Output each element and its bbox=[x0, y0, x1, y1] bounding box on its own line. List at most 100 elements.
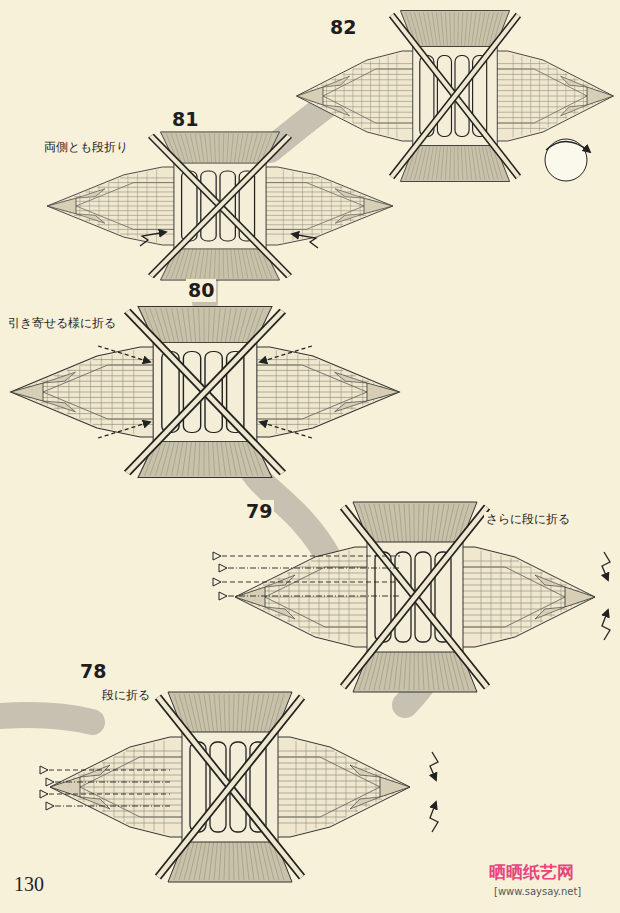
crease-line bbox=[134, 748, 135, 826]
crease-line bbox=[118, 179, 119, 234]
tip-layer bbox=[43, 372, 75, 383]
shade-hatch bbox=[214, 841, 218, 880]
tip-layer bbox=[561, 76, 587, 87]
shade-hatch bbox=[485, 145, 494, 180]
crease-line bbox=[299, 567, 300, 627]
shade-hatch bbox=[234, 133, 238, 163]
shade-hatch bbox=[233, 694, 235, 733]
cross-band-fill bbox=[343, 507, 487, 687]
shade-hatch bbox=[419, 12, 427, 47]
label-text: [www.saysay.net] bbox=[494, 886, 581, 897]
cross-band-fill bbox=[158, 697, 302, 877]
tip-layer bbox=[335, 401, 367, 412]
shade-hatch bbox=[257, 841, 264, 880]
crease-line bbox=[379, 59, 380, 134]
step-number: 80 bbox=[186, 279, 216, 302]
shade-hatch bbox=[465, 145, 468, 180]
tip-layer bbox=[76, 189, 105, 198]
shade-hatch bbox=[379, 651, 387, 690]
shade-hatch bbox=[209, 841, 214, 880]
crease-line bbox=[164, 741, 165, 834]
shade-hatch bbox=[185, 133, 193, 163]
shade-hatch bbox=[430, 504, 434, 543]
tip-layer bbox=[43, 401, 75, 412]
shade-hatch bbox=[423, 145, 430, 180]
tip-layer bbox=[80, 765, 110, 777]
shade-hatch bbox=[475, 12, 481, 47]
cross-band bbox=[392, 15, 519, 177]
shade-hatch bbox=[414, 651, 415, 690]
pull-arrow bbox=[98, 346, 150, 362]
shade-hatch bbox=[442, 504, 449, 543]
shade-hatch bbox=[394, 504, 399, 543]
tip-layer bbox=[297, 87, 323, 105]
crease-line bbox=[112, 355, 113, 430]
fold-line-marker bbox=[219, 592, 227, 600]
shade-hatch bbox=[253, 694, 259, 733]
shade-hatch bbox=[441, 145, 444, 180]
shade-hatch bbox=[468, 145, 472, 180]
origami-figure bbox=[235, 502, 595, 692]
shade-hatch bbox=[234, 248, 238, 278]
shade-hatch bbox=[230, 133, 233, 163]
shade-hatch bbox=[221, 441, 226, 476]
shade-hatch bbox=[441, 12, 444, 47]
shade-hatch bbox=[225, 441, 231, 476]
shade-hatch bbox=[434, 504, 439, 543]
crease-line bbox=[491, 553, 492, 641]
shade-hatch bbox=[195, 248, 200, 278]
crease-line bbox=[283, 170, 284, 243]
cross-band-fill bbox=[151, 136, 289, 276]
shade-hatch bbox=[450, 145, 451, 180]
pleat-rib bbox=[183, 352, 200, 433]
shade-hatch bbox=[438, 651, 444, 690]
tip-layer bbox=[535, 607, 565, 619]
shade-hatch bbox=[482, 145, 490, 180]
shade-hatch bbox=[227, 133, 229, 163]
shade-hatch bbox=[438, 504, 444, 543]
crease-line bbox=[287, 352, 288, 431]
shade-hatch bbox=[204, 694, 210, 733]
step-number: 78 bbox=[78, 660, 108, 683]
crease-line bbox=[137, 174, 138, 239]
label-text: 130 bbox=[14, 873, 44, 895]
cross-band-fill bbox=[392, 15, 519, 177]
cross-band-fill bbox=[392, 15, 519, 177]
step-instruction: 引き寄せる様に折る bbox=[6, 316, 118, 330]
crease-line bbox=[346, 757, 347, 817]
shade-hatch bbox=[203, 308, 204, 343]
shade-hatch bbox=[245, 133, 252, 163]
cross-band-fill bbox=[127, 311, 283, 473]
shade-hatch bbox=[260, 694, 269, 733]
tip-layer bbox=[76, 214, 105, 223]
crease-line bbox=[316, 746, 317, 829]
shade-hatch bbox=[445, 651, 454, 690]
cross-band bbox=[343, 507, 487, 687]
shade-hatch bbox=[233, 841, 235, 880]
shade-hatch bbox=[449, 651, 459, 690]
origami-figure bbox=[297, 10, 614, 181]
pleat-rib bbox=[437, 56, 451, 137]
shade-hatch bbox=[229, 308, 236, 343]
pull-arrow bbox=[98, 422, 150, 438]
shade-hatch bbox=[181, 248, 190, 278]
shade-hatch bbox=[241, 694, 244, 733]
crease-line bbox=[331, 183, 332, 230]
cross-band bbox=[151, 136, 289, 276]
shade-hatch bbox=[475, 145, 481, 180]
shade-hatch bbox=[188, 308, 192, 343]
crease-line bbox=[79, 365, 80, 419]
label-text: 晒晒纸艺网 bbox=[489, 862, 574, 882]
shade-hatch bbox=[238, 308, 247, 343]
figure-group bbox=[11, 10, 614, 882]
crease-line bbox=[319, 361, 320, 424]
label-text: 82 bbox=[330, 16, 356, 38]
shade-hatch bbox=[166, 308, 175, 343]
tip-layer bbox=[335, 214, 364, 223]
shade-hatch bbox=[430, 651, 434, 690]
fold-line-marker bbox=[213, 552, 221, 560]
shade-hatch bbox=[222, 133, 224, 163]
label-text: 段に折る bbox=[102, 688, 150, 702]
crease-line bbox=[513, 54, 514, 138]
shade-hatch bbox=[426, 504, 429, 543]
